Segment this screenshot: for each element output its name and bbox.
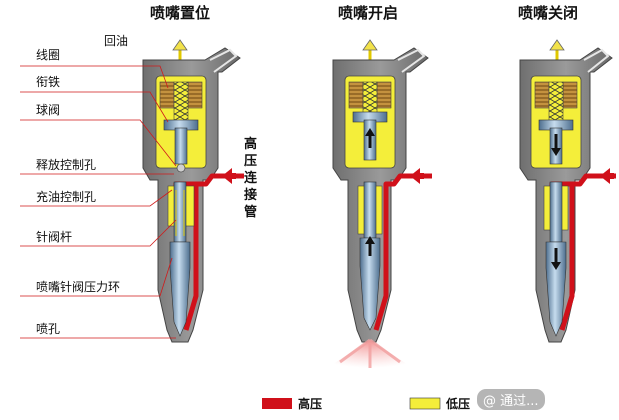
injector-middle [330,39,432,371]
leader-armature [20,91,169,123]
label-ball-valve: 球阀 [36,103,61,117]
down-arrow-head-right-bottom [551,262,561,270]
down-arrow-head-right-top [551,148,561,156]
legend-swatch-high [262,398,292,409]
return-pipe-right [583,48,610,73]
title-injector-open: 喷嘴开启 [338,4,399,22]
leader-pressure-ring [20,257,173,297]
leader-needle-rod [20,219,177,247]
spray-jets-middle [339,338,401,368]
injector-right [519,39,616,343]
label-armature: 衔铁 [36,75,61,89]
needle-tip-left [169,241,191,337]
legend-high-pressure: 高压 [298,397,323,411]
label-nozzle-hole: 喷孔 [36,322,61,336]
spring-right [548,81,564,123]
return-pipe-middle [397,48,426,73]
spring-left [173,81,189,123]
label-fill-orifice: 充油控制孔 [36,190,97,204]
coil-middle-a [348,81,364,109]
coil-middle-b [376,81,392,109]
leader-ball-valve [20,119,177,167]
needle-guide-left [175,190,185,236]
hp-inlet-head-left [222,168,232,184]
coil-left-b [187,81,203,109]
leader-lines [20,65,177,339]
label-needle-rod: 针阀杆 [36,230,73,244]
title-injector-set: 喷嘴置位 [150,4,211,22]
ball-valve-left [176,163,186,173]
armature-stem-left [174,127,188,165]
legend-low-pressure: 低压 [446,397,471,411]
hp-path-middle [373,173,432,331]
injector-left [142,39,244,343]
label-release-orifice: 释放控制孔 [36,158,97,172]
watermark: @ 通过... [477,389,545,410]
label-pressure-ring: 喷嘴针阀压力环 [36,280,121,294]
label-coil: 线圈 [36,48,61,62]
hp-inlet-head-right [600,168,610,184]
hp-inlet-head-middle [410,168,420,184]
return-arrow-head-right [549,39,565,51]
up-arrow-head-middle-bottom [365,236,375,244]
leader-fill-orifice [20,189,173,207]
needle-tip-middle [359,237,381,331]
title-injector-closed: 喷嘴关闭 [518,4,579,22]
label-return-oil: 回油 [104,34,129,48]
needle-rod-right [549,181,563,243]
needle-tip-right [545,241,567,337]
return-pipe-left [209,48,238,73]
leader-coil [20,65,169,89]
legend-swatch-low [409,397,441,410]
return-arrow-head-middle [362,39,378,51]
label-hp-connection: 高压连接管 [244,137,258,220]
return-arrow-head-left [172,39,188,51]
spring-middle [362,81,378,115]
coil-right-b [562,81,578,109]
up-arrow-head-middle-top [365,128,375,136]
coil-right-a [534,81,550,109]
needle-rod-middle [363,181,377,239]
